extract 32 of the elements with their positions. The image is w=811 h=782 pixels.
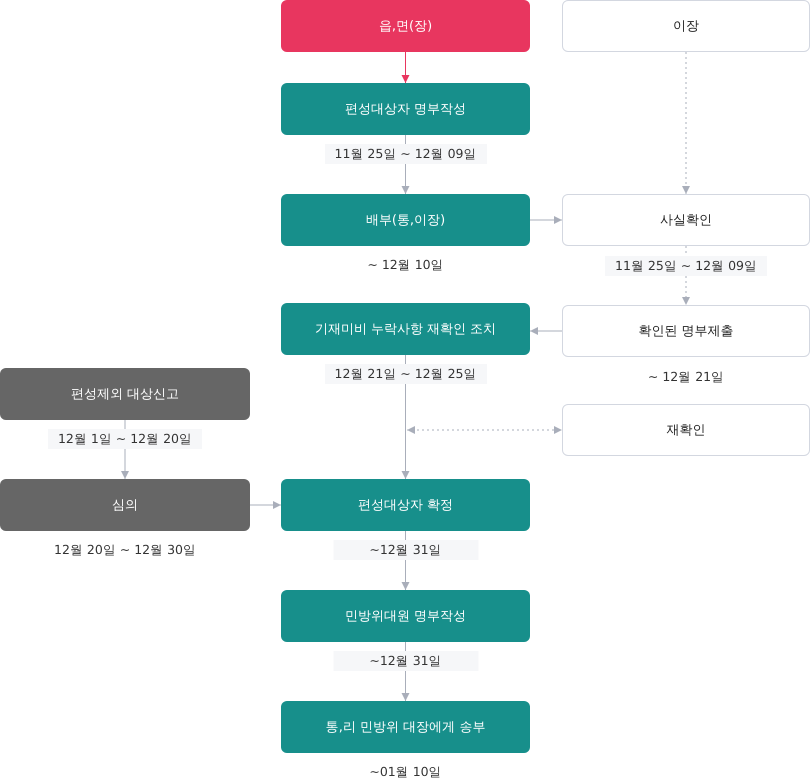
process-box [281, 0, 530, 52]
date-label: 12월 21일 ~ 12월 25일 [324, 364, 486, 384]
step-label: 민방위대원 명부작성 [344, 608, 466, 625]
date-label: ~ 12월 21일 [646, 368, 726, 386]
step-label: 사실확인 [660, 212, 712, 229]
step-label: 통,리 민방위 대장에게 송부 [326, 719, 486, 736]
arrow [250, 501, 282, 509]
date-label: ~ 12월 10일 [366, 256, 445, 274]
step-label: 편성제외 대상신고 [70, 386, 180, 403]
date-label: 12월 1일 ~ 12월 20일 [48, 429, 202, 449]
arrow [406, 426, 562, 434]
arrow [402, 52, 410, 84]
step-label: 이장 [673, 18, 699, 35]
step-label: 재확인 [666, 422, 706, 439]
arrow [682, 52, 690, 194]
date-label: 11월 25일 ~ 12월 09일 [605, 256, 767, 276]
step-label: 읍,면(장) [378, 18, 432, 35]
date-label: ~12월 31일 [333, 651, 478, 671]
process-box [562, 404, 810, 456]
process-box [562, 0, 810, 52]
date-label: ~12월 31일 [333, 540, 478, 560]
step-label: 배부(통,이장) [366, 212, 446, 229]
step-label: 확인된 명부제출 [638, 323, 734, 340]
step-label: 심의 [112, 497, 138, 514]
step-label: 편성대상자 확정 [358, 497, 454, 514]
step-label: 기재미비 누락사항 재확인 조치 [314, 321, 496, 338]
date-label: 12월 20일 ~ 12월 30일 [53, 541, 197, 559]
arrow [530, 327, 562, 335]
step-label: 편성대상자 명부작성 [344, 101, 466, 118]
date-label: 11월 25일 ~ 12월 09일 [324, 144, 486, 164]
date-label: ~01월 10일 [368, 763, 443, 781]
arrow [530, 216, 562, 224]
